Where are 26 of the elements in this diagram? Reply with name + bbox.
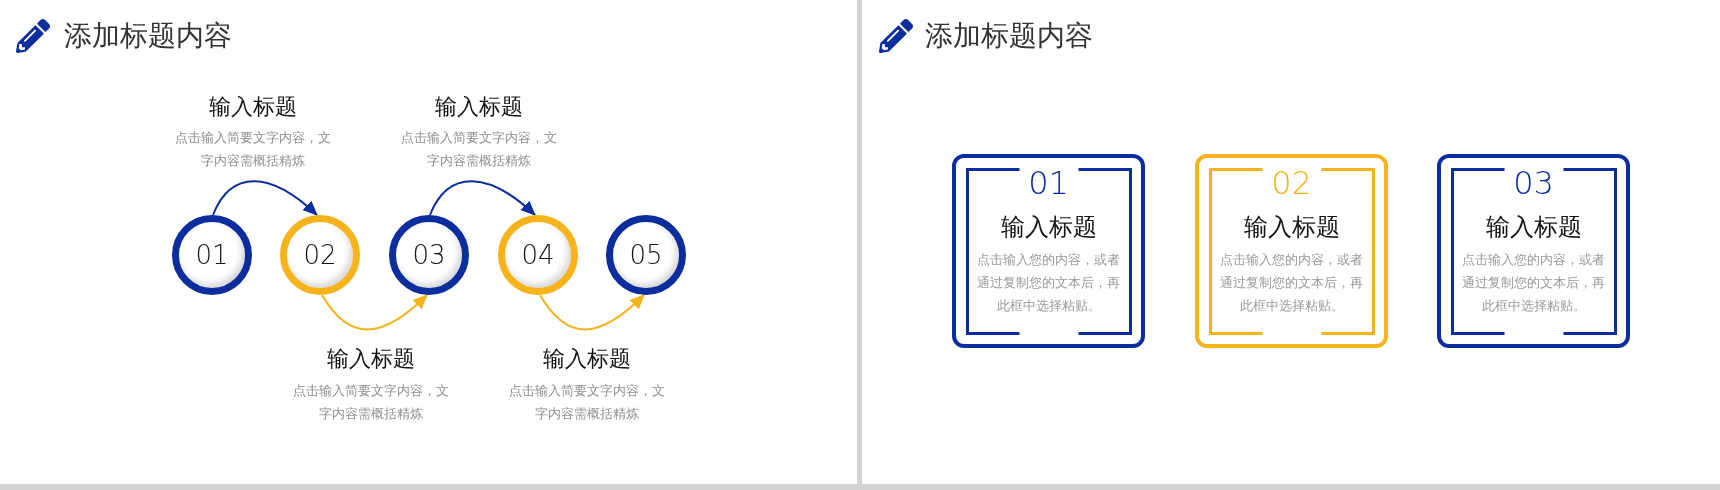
- step-title: 输入标题: [327, 346, 415, 372]
- curved-arrow: [539, 294, 645, 331]
- curved-arrow: [321, 294, 428, 331]
- card-number: 02: [1271, 165, 1312, 201]
- card-frame: [952, 154, 1145, 348]
- step-title: 输入标题: [435, 94, 523, 120]
- step-description: 点击输入简要文字内容，文字内容需概括精炼: [400, 130, 558, 170]
- curved-arrow: [429, 180, 536, 216]
- card-frame: [1437, 154, 1630, 348]
- step-description: 点击输入简要文字内容，文字内容需概括精炼: [174, 130, 332, 170]
- slide-title: 添加标题内容: [64, 19, 232, 53]
- step-description: 点击输入简要文字内容，文字内容需概括精炼: [292, 383, 450, 423]
- card-number: 01: [1028, 165, 1069, 201]
- step-title: 输入标题: [543, 346, 631, 372]
- card-title: 输入标题: [1243, 213, 1340, 241]
- card-title: 输入标题: [1485, 213, 1582, 241]
- card-number: 03: [1513, 165, 1554, 201]
- slide-title: 添加标题内容: [925, 19, 1093, 53]
- card-description: 点击输入您的内容，或者通过复制您的文本后，再此框中选择粘贴。: [976, 252, 1121, 315]
- card-description: 点击输入您的内容，或者通过复制您的文本后，再此框中选择粘贴。: [1461, 252, 1606, 315]
- curved-arrow: [212, 180, 318, 216]
- step-description: 点击输入简要文字内容，文字内容需概括精炼: [508, 383, 666, 423]
- step-title: 输入标题: [209, 94, 297, 120]
- card-description: 点击输入您的内容，或者通过复制您的文本后，再此框中选择粘贴。: [1219, 252, 1364, 315]
- card-frame: [1195, 154, 1388, 348]
- card-title: 输入标题: [1000, 213, 1097, 241]
